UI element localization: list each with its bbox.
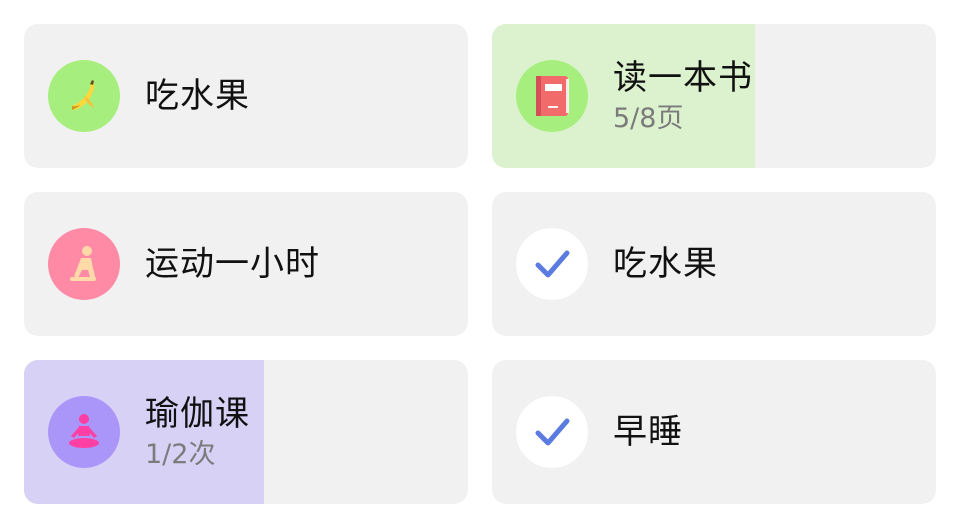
habit-card-sleep-early[interactable]: 早睡	[492, 360, 936, 504]
habit-title: 吃水果	[145, 76, 250, 116]
habit-icon-circle	[48, 228, 120, 300]
habit-title: 早睡	[613, 412, 683, 452]
book-icon	[536, 76, 569, 116]
habit-icon-circle	[516, 228, 588, 300]
habit-text: 吃水果	[613, 192, 718, 336]
yoga-icon	[69, 414, 99, 448]
habit-title: 读一本书	[613, 58, 753, 98]
banana-icon	[72, 80, 95, 110]
habit-text: 读一本书 5/8页	[613, 24, 753, 168]
habit-text: 运动一小时	[145, 192, 320, 336]
habit-icon-circle	[516, 396, 588, 468]
habit-card-exercise[interactable]: 运动一小时	[24, 192, 468, 336]
habit-progress-label: 5/8页	[613, 103, 684, 134]
exercise-icon	[70, 246, 96, 281]
habit-card-eat-fruit[interactable]: 吃水果	[24, 24, 468, 168]
check-icon	[535, 250, 570, 278]
habit-icon-circle	[48, 396, 120, 468]
habit-icon-circle	[48, 60, 120, 132]
habit-card-yoga[interactable]: 瑜伽课 1/2次	[24, 360, 468, 504]
habit-card-read-book[interactable]: 读一本书 5/8页	[492, 24, 936, 168]
habit-title: 吃水果	[613, 244, 718, 284]
habit-card-eat-fruit-done[interactable]: 吃水果	[492, 192, 936, 336]
habit-text: 早睡	[613, 360, 683, 504]
check-icon	[535, 418, 570, 446]
habit-progress-label: 1/2次	[145, 439, 216, 470]
habit-title: 运动一小时	[145, 244, 320, 284]
habit-icon-circle	[516, 60, 588, 132]
habit-title: 瑜伽课	[145, 394, 250, 434]
habit-text: 吃水果	[145, 24, 250, 168]
habit-text: 瑜伽课 1/2次	[145, 360, 250, 504]
